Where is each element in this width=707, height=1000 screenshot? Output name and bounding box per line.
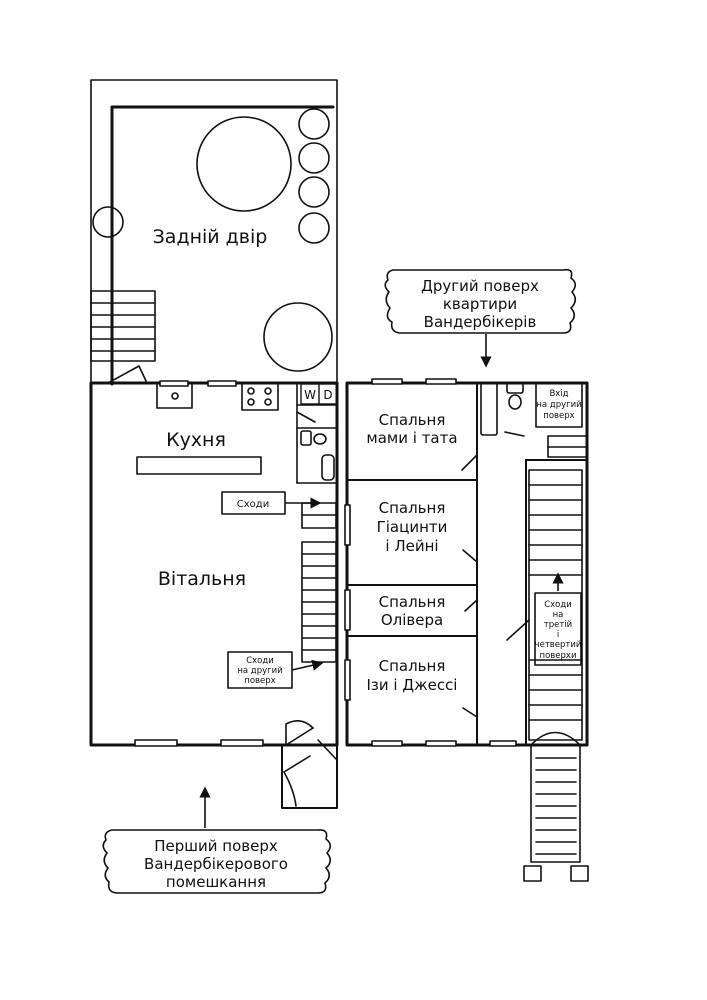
first-floor-callout-line-1: Перший поверх xyxy=(154,837,278,855)
second-floor-callout-line-1: Другий поверх xyxy=(421,277,539,295)
living-room-label: Вітальня xyxy=(158,568,246,590)
front-stoop xyxy=(523,731,589,882)
first-floor-callout-line-2: Вандербікерового xyxy=(144,855,288,873)
stairs-up-label-2: на xyxy=(553,610,564,620)
second-floor-callout-line-3: Вандербікерів xyxy=(424,313,537,331)
bedroom-oliver-label-1: Спальня xyxy=(379,593,446,611)
tree-medium xyxy=(263,302,333,372)
stove xyxy=(241,382,279,411)
front-doors xyxy=(283,720,338,807)
entrance-label-box xyxy=(535,382,583,428)
bedroom-oliver-label-2: Олівера xyxy=(381,611,443,629)
back-door xyxy=(107,365,147,384)
stairs-up-label-box xyxy=(534,592,582,666)
backyard-stairs xyxy=(90,290,156,362)
second-floor-outline xyxy=(344,378,589,747)
tree-small xyxy=(92,206,124,238)
kitchen-counter xyxy=(136,456,262,475)
tree-small xyxy=(298,108,330,140)
bedroom-parents-label-2: мами і тата xyxy=(366,429,457,447)
stairs-label: Сходи xyxy=(237,499,269,510)
washer-dryer: W D xyxy=(300,383,338,405)
stairs-up-label-4: і xyxy=(557,630,559,640)
bedroom-hyacinth-label-2: Гіацинти xyxy=(377,518,448,536)
first-floor-callout xyxy=(102,829,332,894)
bedroom-hyacinth-label-3: і Лейні xyxy=(385,537,438,555)
stairs-up-label-3: третій xyxy=(544,620,572,630)
dryer-label: D xyxy=(323,388,332,402)
first-floor-stairs xyxy=(301,502,337,663)
first-floor-callout-line-3: помешкання xyxy=(166,873,266,891)
stairs-up-label-5: четвертий xyxy=(535,640,582,650)
tree-large xyxy=(196,116,292,212)
entrance-label-2: на другий xyxy=(536,400,581,410)
kitchen-label: Кухня xyxy=(166,429,226,451)
tree-small xyxy=(298,142,330,174)
stairs-up-label-6: поверхи xyxy=(540,651,577,661)
second-floor-stairs xyxy=(506,435,588,741)
stairs-second-label-1: Сходи xyxy=(246,656,274,666)
bathtub xyxy=(480,382,498,436)
bedroom-isa-label-1: Спальня xyxy=(379,657,446,675)
first-floor-bath xyxy=(296,411,335,481)
tree-small xyxy=(298,212,330,244)
stairs-second-label-3: поверх xyxy=(244,676,275,686)
bedroom-hyacinth-label-1: Спальня xyxy=(379,499,446,517)
entrance-label-3: поверх xyxy=(543,411,574,421)
washer-label: W xyxy=(304,388,316,402)
stairs-up-label-1: Сходи xyxy=(544,600,572,610)
second-floor-callout-line-2: квартири xyxy=(443,295,517,313)
bedroom-parents-label-1: Спальня xyxy=(379,411,446,429)
second-floor-callout xyxy=(384,268,577,334)
stairs-second-label-2: на другий xyxy=(237,666,282,676)
tree-small xyxy=(298,176,330,208)
kitchen-fixtures xyxy=(136,380,279,475)
bedroom-isa-label-2: Ізи і Джессі xyxy=(367,676,458,694)
entrance-label-1: Вхід xyxy=(549,389,568,399)
backyard-label: Задній двір xyxy=(153,226,268,248)
